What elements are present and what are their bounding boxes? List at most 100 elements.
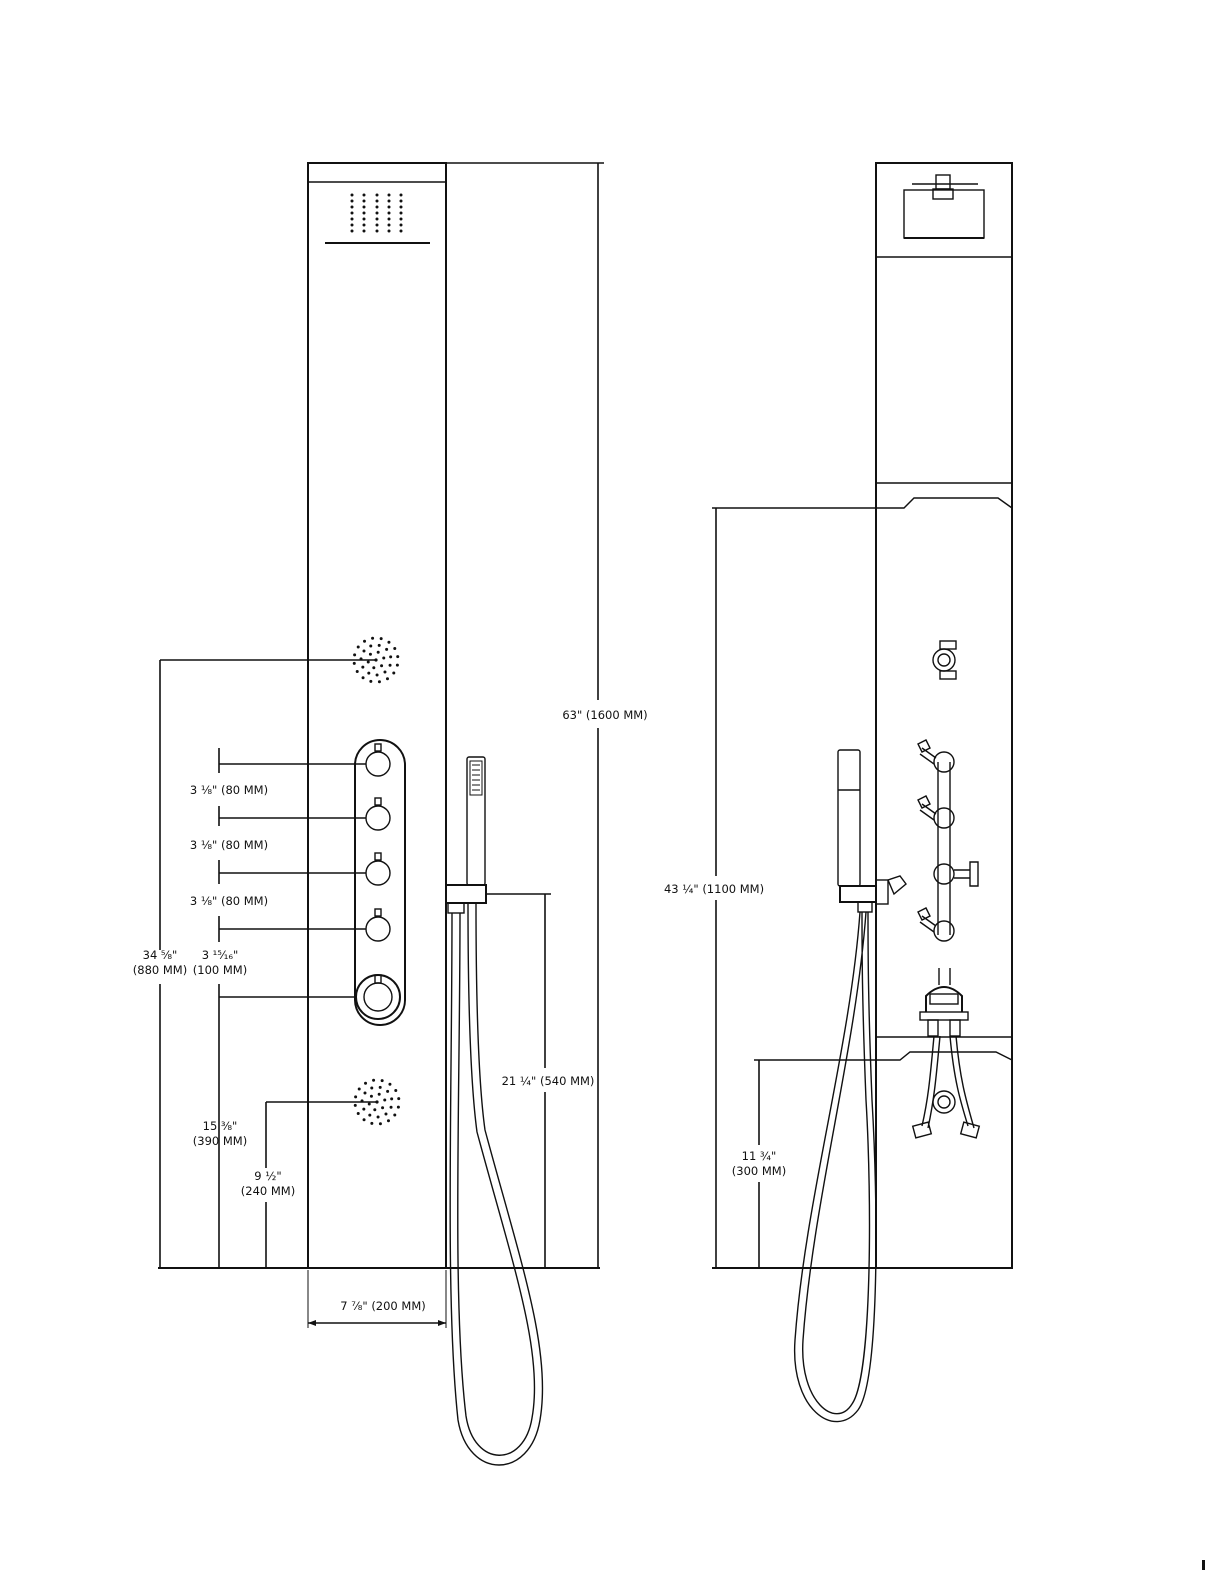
nozzle-dot — [397, 1106, 400, 1109]
nozzle-dot — [362, 676, 365, 679]
nozzle-dot — [378, 644, 381, 647]
front-view: 63" (1600 MM) 3 ⅛" (80 MM) 3 ⅛" (80 MM) … — [133, 163, 648, 1465]
side-hose-outer — [795, 912, 876, 1422]
nozzle-dot — [358, 1088, 361, 1091]
nozzle-dot — [368, 1102, 371, 1105]
hand-shower — [446, 757, 486, 913]
side-supply-hoses — [913, 1036, 980, 1138]
nozzle-dot — [396, 664, 399, 667]
hose-connector — [448, 903, 464, 913]
nozzle-dot — [351, 218, 354, 221]
nozzle-dot — [351, 194, 354, 197]
spacing-label-1: 3 ⅛" (80 MM) — [190, 783, 268, 797]
nozzle-dot — [370, 1086, 373, 1089]
nozzle-dot — [372, 1079, 375, 1082]
nozzle-dot — [378, 680, 381, 683]
side-divider-lower — [876, 1037, 1012, 1060]
main-knob-label-line2: (390 MM) — [193, 1134, 247, 1148]
nozzle-dot — [356, 670, 359, 673]
overall-height-label: 63" (1600 MM) — [562, 708, 647, 722]
side-lower-label-line1: 11 ¾" — [742, 1149, 777, 1163]
thermostatic-knob — [356, 975, 400, 1019]
nozzle-dot — [353, 662, 356, 665]
nozzle-dot — [388, 1083, 391, 1086]
nozzle-dot — [373, 1108, 376, 1111]
nozzle-dot — [369, 680, 372, 683]
nozzle-dot — [394, 1089, 397, 1092]
nozzle-dot — [380, 637, 383, 640]
nozzle-dot — [379, 1122, 382, 1125]
nozzle-dot — [363, 200, 366, 203]
nozzle-dot — [353, 653, 356, 656]
width-arrow-left — [308, 1320, 316, 1326]
nozzle-dot — [393, 647, 396, 650]
nozzle-dot — [363, 194, 366, 197]
nozzle-dot — [369, 644, 372, 647]
nozzle-dot — [381, 1079, 384, 1082]
nozzle-dot — [377, 1115, 380, 1118]
nozzle-dot — [367, 660, 370, 663]
control-knob-4 — [366, 909, 390, 941]
page-edge-mark — [1202, 1560, 1205, 1570]
nozzle-dot — [388, 206, 391, 209]
nozzle-dot — [400, 218, 403, 221]
rain-head-nozzles — [351, 194, 403, 233]
spacing-label-2: 3 ⅛" (80 MM) — [190, 838, 268, 852]
nozzle-dot — [393, 1113, 396, 1116]
lower-jet-label-line2: (240 MM) — [241, 1184, 295, 1198]
nozzle-dot — [351, 230, 354, 233]
nozzle-dot — [379, 1086, 382, 1089]
nozzle-dot — [361, 666, 364, 669]
side-hand-shower — [838, 750, 906, 912]
control-knob-1 — [366, 744, 390, 776]
nozzle-dot — [386, 1090, 389, 1093]
nozzle-dot — [368, 1114, 371, 1117]
upper-jet-label-line2: (880 MM) — [133, 963, 187, 977]
width-arrow-right — [438, 1320, 446, 1326]
nozzle-dot — [388, 212, 391, 215]
nozzle-dot — [354, 1104, 357, 1107]
nozzle-dot — [364, 1082, 367, 1085]
side-fitting-upper — [933, 641, 956, 679]
nozzle-dot — [382, 657, 385, 660]
upper-jet-label-line1: 34 ⅝" — [143, 948, 178, 962]
side-panel-body — [876, 163, 1012, 1268]
width-label: 7 ⅞" (200 MM) — [340, 1299, 426, 1313]
nozzle-dot — [377, 651, 380, 654]
nozzle-dot — [383, 671, 386, 674]
nozzle-dot — [400, 212, 403, 215]
nozzle-dot — [357, 646, 360, 649]
nozzle-dot — [388, 224, 391, 227]
hose-outer — [450, 903, 542, 1465]
nozzle-dot — [363, 1118, 366, 1121]
nozzle-dot — [381, 1106, 384, 1109]
nozzle-dot — [396, 655, 399, 658]
control-knob-2 — [366, 798, 390, 830]
hand-shower-holder — [446, 885, 486, 903]
nozzle-dot — [386, 677, 389, 680]
nozzle-dot — [389, 655, 392, 658]
side-divider-upper — [876, 483, 1012, 508]
nozzle-dot — [363, 212, 366, 215]
nozzle-dot — [389, 664, 392, 667]
nozzle-dot — [376, 194, 379, 197]
spacing-label-4-line1: 3 ¹⁵⁄₁₆" — [202, 948, 239, 962]
control-knob-3 — [366, 853, 390, 885]
nozzle-dot — [376, 673, 379, 676]
nozzle-dot — [376, 230, 379, 233]
nozzle-dot — [363, 1092, 366, 1095]
nozzle-dot — [387, 1119, 390, 1122]
side-manifold — [918, 740, 978, 941]
nozzle-dot — [400, 230, 403, 233]
nozzle-dot — [388, 194, 391, 197]
nozzle-dot — [363, 224, 366, 227]
nozzle-dot — [380, 664, 383, 667]
nozzle-dot — [370, 1122, 373, 1125]
nozzle-dot — [351, 200, 354, 203]
nozzle-dot — [376, 224, 379, 227]
nozzle-dot — [400, 194, 403, 197]
hose-inner — [458, 903, 535, 1455]
nozzle-dot — [351, 212, 354, 215]
nozzle-dot — [371, 637, 374, 640]
